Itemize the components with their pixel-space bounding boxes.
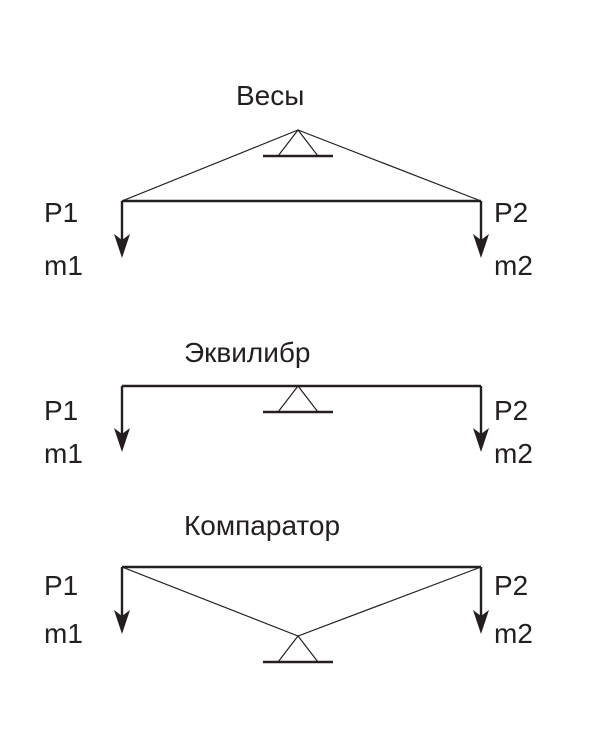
diagram-comparator-title: Компаратор <box>184 510 340 541</box>
scales-left-force-label: P1 <box>44 197 78 228</box>
scales-right-mass-label: m2 <box>494 250 533 281</box>
comparator-right-mass-label: m2 <box>494 618 533 649</box>
comparator-right-arrow-head <box>473 610 489 634</box>
diagram-equilibrium-title: Эквилибр <box>184 337 310 368</box>
scales-right-suspension <box>297 129 482 202</box>
scales-pivot-triangle <box>276 129 320 157</box>
comparator-left-strut <box>121 566 299 637</box>
equilibrium-right-force-label: P2 <box>494 395 528 426</box>
comparator-left-arrow-head <box>114 610 130 634</box>
diagram-scales: Весы P1 m1 P2 m2 <box>44 80 533 281</box>
comparator-left-mass-label: m1 <box>44 618 83 649</box>
comparator-right-strut <box>297 566 482 637</box>
scales-right-force-label: P2 <box>494 197 528 228</box>
equilibrium-right-mass-label: m2 <box>494 438 533 469</box>
diagram-scales-title: Весы <box>236 80 304 111</box>
diagram-equilibrium: Эквилибр P1 m1 P2 m2 <box>44 337 533 469</box>
scales-left-mass-label: m1 <box>44 250 83 281</box>
comparator-pivot-triangle <box>276 635 320 663</box>
scales-right-arrow-head <box>473 234 489 258</box>
scales-left-suspension <box>121 129 299 202</box>
equilibrium-pivot-triangle <box>276 385 320 413</box>
equilibrium-left-mass-label: m1 <box>44 438 83 469</box>
equilibrium-right-arrow-head <box>473 428 489 452</box>
equilibrium-left-force-label: P1 <box>44 395 78 426</box>
comparator-right-force-label: P2 <box>494 570 528 601</box>
equilibrium-left-arrow-head <box>114 428 130 452</box>
comparator-left-force-label: P1 <box>44 570 78 601</box>
diagram-comparator: Компаратор P1 m1 P2 m2 <box>44 510 533 664</box>
scales-left-arrow-head <box>114 234 130 258</box>
